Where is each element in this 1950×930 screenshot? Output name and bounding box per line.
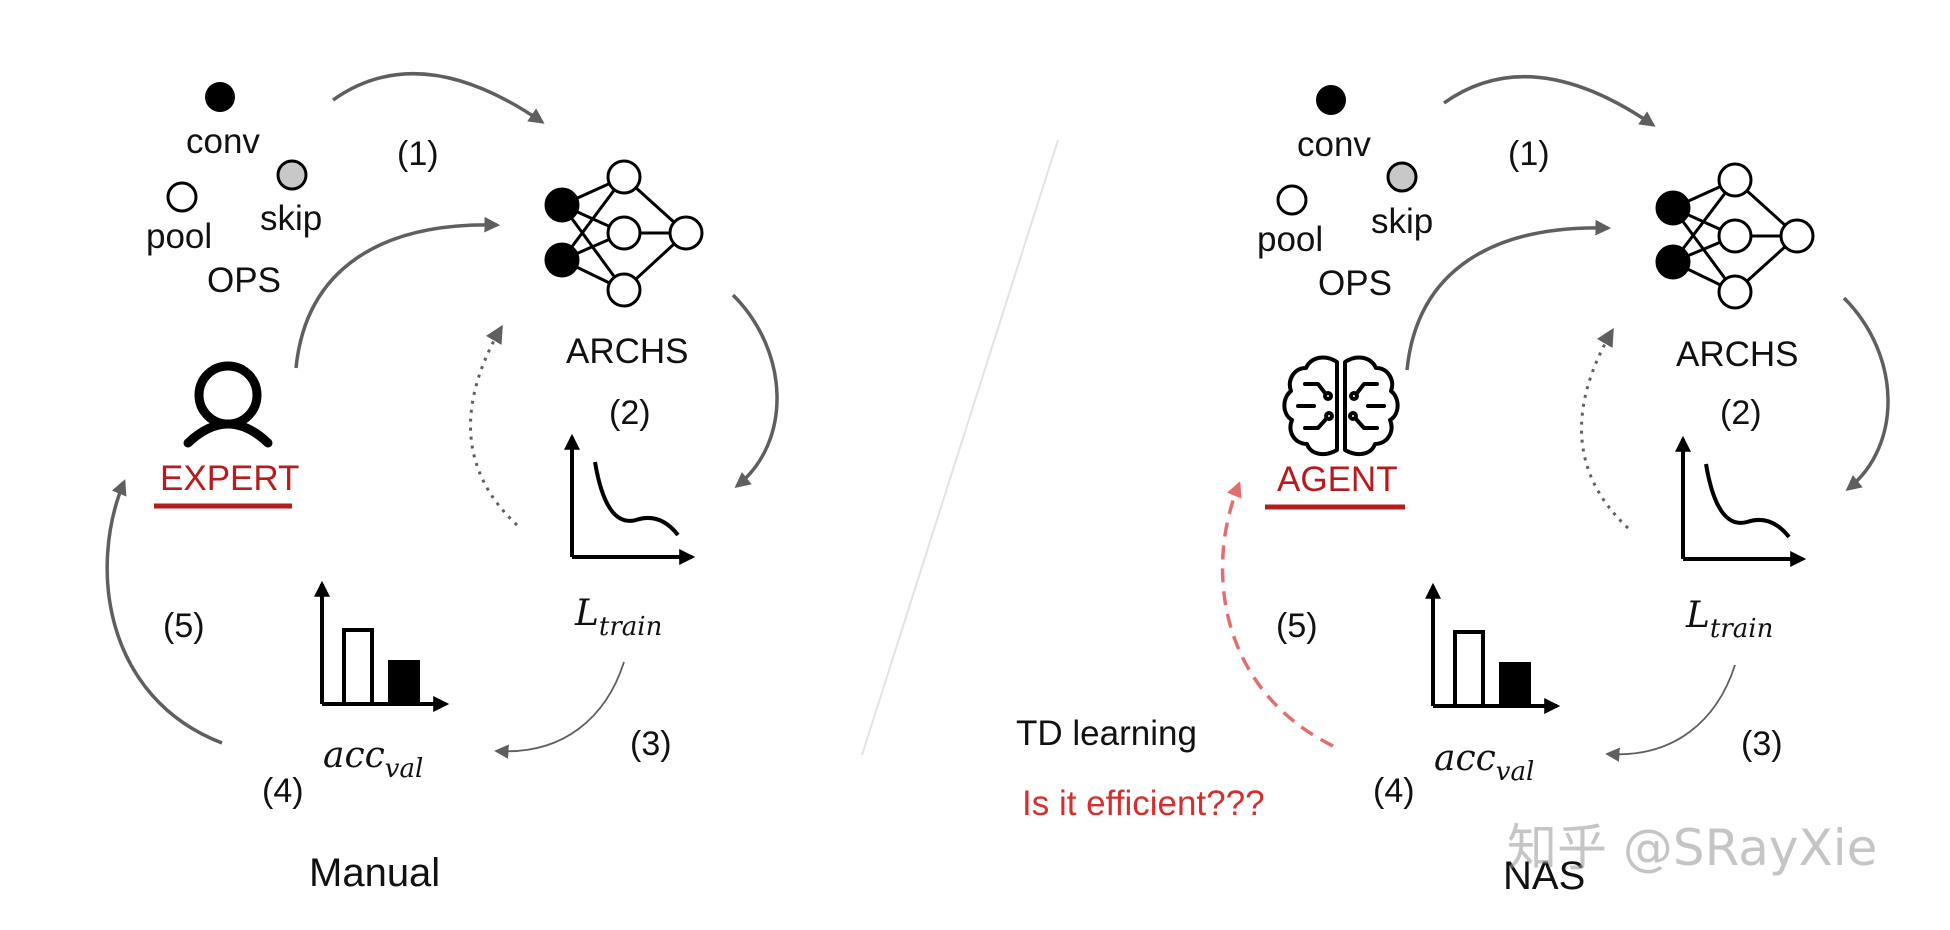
op-label-skip: skip [1371, 202, 1434, 241]
arrow-feedback-dotted [1580, 327, 1630, 530]
op-label-skip: skip [260, 199, 323, 238]
step-label-5: (5) [1276, 607, 1318, 645]
panel-separator [861, 139, 1059, 756]
loss-curve-icon [564, 433, 696, 565]
efficiency-question: Is it efficient??? [1022, 784, 1265, 823]
left-panel-graphics [105, 71, 779, 759]
step-label-2: (2) [609, 394, 651, 432]
acc-label: accval [323, 735, 424, 784]
archs-label: ARCHS [1676, 335, 1799, 374]
ops-caption: OPS [1318, 264, 1392, 303]
step-label-2: (2) [1720, 394, 1762, 432]
right-panel-graphics [1220, 74, 1890, 762]
step-label-5: (5) [163, 607, 205, 645]
loss-label: Ltrain [1686, 595, 1774, 644]
loss-curve-icon [1675, 435, 1807, 567]
arrow-step-3 [1605, 664, 1736, 762]
acc-label: accval [1434, 738, 1535, 787]
ops-caption: OPS [207, 261, 281, 300]
arrow-step-5 [105, 479, 223, 745]
pool-dot-icon [1276, 184, 1308, 216]
conv-dot-icon [205, 82, 235, 112]
brain-icon [1282, 355, 1400, 457]
op-label-conv: conv [186, 122, 260, 161]
step-label-4: (4) [262, 772, 304, 810]
conv-dot-icon [1316, 85, 1346, 115]
loss-label: Ltrain [575, 593, 663, 642]
op-label-conv: conv [1297, 125, 1371, 164]
pool-dot-icon [166, 181, 198, 213]
step-label-1: (1) [1508, 135, 1550, 173]
person-icon [183, 361, 273, 448]
arrow-step-2 [731, 293, 779, 488]
step-label-3: (3) [630, 725, 672, 763]
step-label-3: (3) [1741, 725, 1783, 763]
td-learning-label: TD learning [1016, 714, 1197, 753]
arrow-expert-to-archs [294, 216, 501, 369]
arrow-step-3 [494, 661, 625, 759]
actor-label-agent: AGENT [1277, 460, 1398, 499]
arrow-feedback-dotted [469, 324, 519, 527]
panel-title-nas: NAS [1503, 854, 1586, 898]
watermark: 知乎 @SRayXie [1507, 819, 1878, 877]
panel-title-manual: Manual [309, 851, 441, 895]
arrow-step-2 [1842, 296, 1890, 491]
archs-label: ARCHS [566, 332, 689, 371]
arrow-step-1 [1442, 74, 1656, 127]
arrow-agent-to-archs [1405, 219, 1612, 371]
op-label-pool: pool [146, 217, 213, 256]
skip-dot-icon [1386, 161, 1418, 193]
step-label-1: (1) [397, 135, 439, 173]
bar-chart-icon [314, 580, 450, 712]
arrow-step-1 [331, 71, 545, 124]
bar-chart-icon [1425, 582, 1561, 714]
skip-dot-icon [276, 159, 308, 191]
arrow-td-learning-dashed [1220, 481, 1334, 748]
step-label-4: (4) [1373, 772, 1415, 810]
op-label-pool: pool [1257, 220, 1324, 259]
neural-network-icon [1655, 162, 1815, 310]
neural-network-icon [544, 159, 704, 308]
actor-label-expert: EXPERT [160, 459, 300, 498]
